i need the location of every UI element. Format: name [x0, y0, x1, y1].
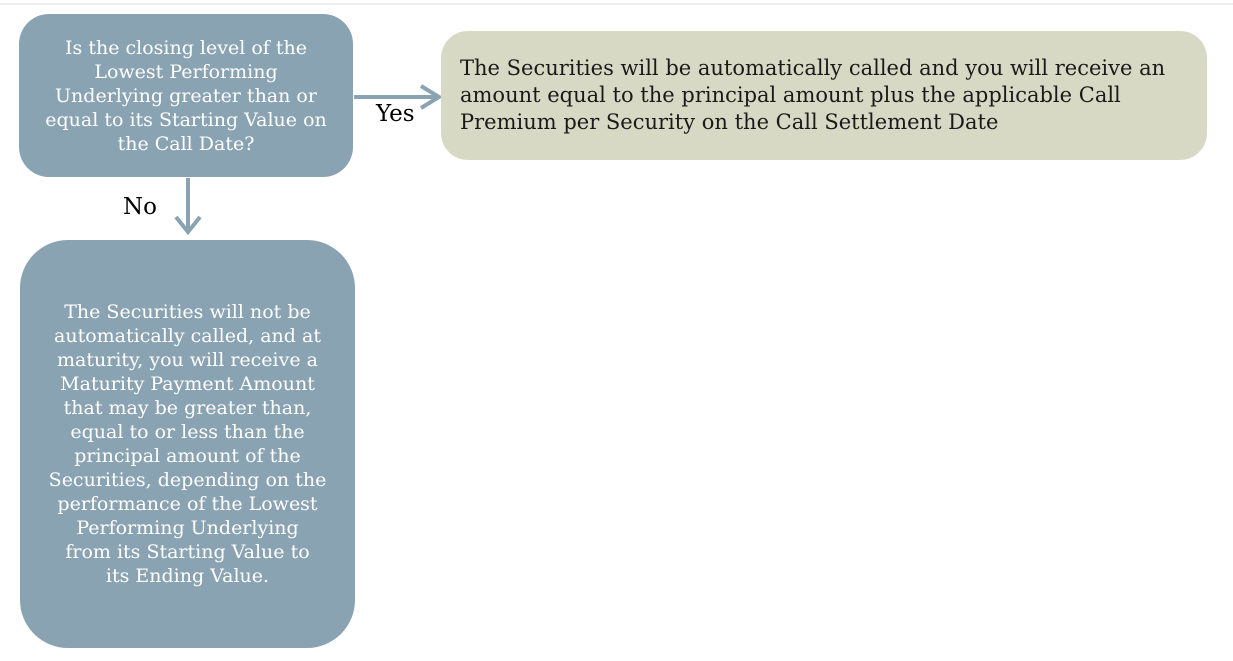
no-outcome-text: The Securities will not be automatically…: [48, 301, 327, 587]
no-outcome-box: The Securities will not be automatically…: [20, 240, 355, 648]
no-label: No: [123, 194, 157, 220]
no-arrow-icon: [174, 178, 202, 235]
yes-label: Yes: [376, 101, 415, 127]
top-rule-divider: [0, 3, 1233, 5]
yes-outcome-text: The Securities will be automatically cal…: [460, 56, 1166, 134]
yes-arrow-icon: [354, 84, 443, 110]
yes-outcome-box: The Securities will be automatically cal…: [441, 31, 1207, 160]
question-text: Is the closing level of the Lowest Perfo…: [45, 36, 327, 155]
question-box: Is the closing level of the Lowest Perfo…: [19, 14, 353, 177]
